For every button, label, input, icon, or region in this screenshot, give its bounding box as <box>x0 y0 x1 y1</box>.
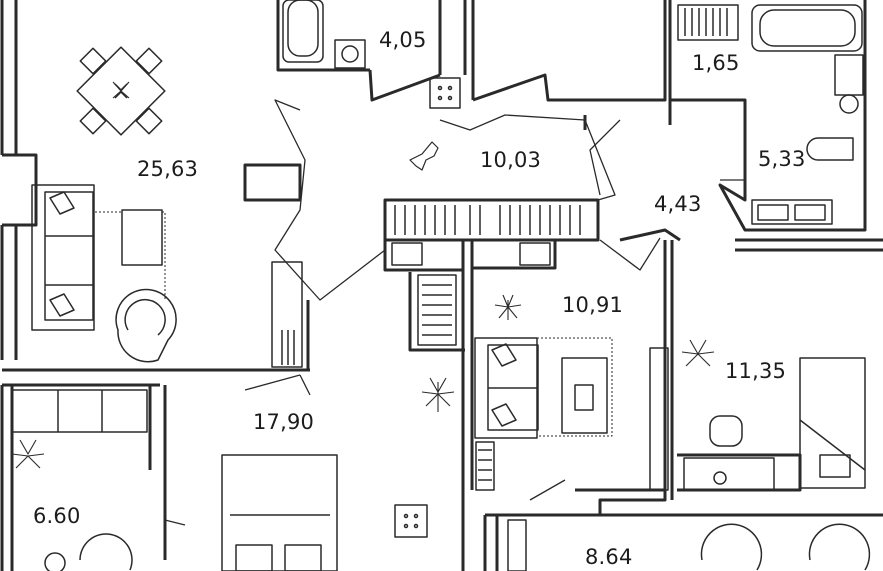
hall-storage <box>391 205 581 346</box>
sofa-balcony <box>11 389 148 433</box>
armchair-living <box>115 288 177 363</box>
shelving-study <box>475 441 495 491</box>
area-label-bedroom-bottom: 8.64 <box>585 545 633 569</box>
bed-bottom <box>221 454 338 571</box>
bathtub-top <box>282 0 324 63</box>
area-label-study: 10,91 <box>562 293 624 317</box>
bathtub-right <box>751 4 864 225</box>
area-label-corridor: 4,43 <box>654 192 702 216</box>
wardrobe-living <box>271 261 303 368</box>
wardrobe-wc <box>677 4 739 41</box>
sofa-study <box>474 337 539 439</box>
plant-icons <box>11 81 715 469</box>
bed-right <box>799 357 866 489</box>
area-label-bedroom-right: 11,35 <box>725 359 787 383</box>
washing-machine <box>334 39 366 69</box>
dog-icon <box>409 141 439 171</box>
shower-tray-lower <box>394 504 428 538</box>
area-label-bathroom-top: 4,05 <box>379 28 427 52</box>
area-label-bathroom-right: 5,33 <box>758 147 806 171</box>
area-label-living: 25,63 <box>137 157 199 181</box>
wardrobe-study <box>649 347 669 491</box>
coffee-table <box>121 209 163 266</box>
area-label-hall: 10,03 <box>480 148 542 172</box>
area-label-wc: 1,65 <box>692 51 740 75</box>
desk-right <box>683 457 775 491</box>
area-label-corridor-lower: 17,90 <box>253 410 315 434</box>
armchair-balcony <box>44 533 133 571</box>
door-swings <box>164 99 745 526</box>
area-label-balcony: 6.60 <box>33 504 81 528</box>
sofa-living <box>31 184 95 331</box>
chair-right <box>709 415 743 447</box>
shower-tray <box>429 77 461 109</box>
armchairs-bottom <box>507 519 871 571</box>
desk-study <box>561 357 608 434</box>
